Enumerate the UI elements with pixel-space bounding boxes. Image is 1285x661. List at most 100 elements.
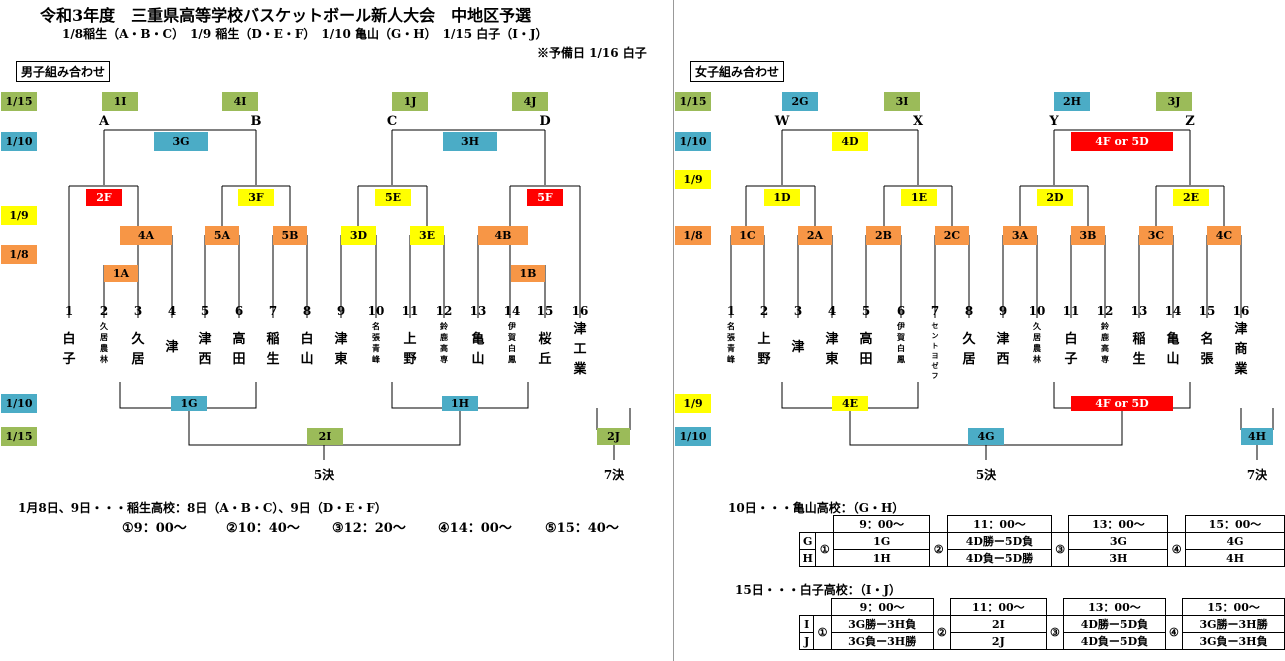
- match-box: 4E: [832, 396, 868, 411]
- match-box: 1J: [392, 92, 428, 111]
- seed-number: 10: [1028, 304, 1046, 318]
- girls-sched10-title: 10日・・・亀山高校：（G・H）: [728, 501, 905, 515]
- date-tag: 1/8: [1, 245, 37, 264]
- group-label: C: [386, 114, 398, 129]
- team-name: 久 居: [962, 332, 976, 367]
- seed-number: 11: [1062, 304, 1080, 318]
- schedule-cell: 4D勝ー5D負: [946, 532, 1052, 550]
- time-slot: ①9：00～: [122, 521, 187, 536]
- match-box: 4F or 5D: [1071, 132, 1173, 151]
- match-box: 2E: [1173, 189, 1209, 206]
- schedule-cell: 3G負ー3H負: [1182, 632, 1285, 650]
- seed-number: 10: [367, 304, 385, 318]
- girls-sched15-title: 15日・・・白子高校：（I・J）: [735, 583, 901, 597]
- match-box: 4I: [222, 92, 258, 111]
- boys-venue-note: 1月8日、9日・・・稲生高校：8日（A・B・C）、9日（D・E・F）: [18, 501, 387, 515]
- court-label: G: [798, 532, 817, 550]
- team-name: 亀 山: [471, 332, 485, 367]
- seed-number: 12: [1096, 304, 1114, 318]
- seed-number: 9: [336, 304, 346, 318]
- schedule-cell: 2J: [949, 632, 1047, 650]
- group-label: Y: [1049, 114, 1059, 129]
- match-box: 2J: [597, 428, 630, 445]
- schedule-cell: 3G: [1068, 532, 1169, 550]
- schedule-cell: 3G負ー3H勝: [830, 632, 934, 650]
- time-slot: ④14：00～: [438, 521, 512, 536]
- result-label: 5決: [313, 468, 335, 482]
- match-box: 5F: [527, 189, 563, 206]
- seed-number: 7: [930, 304, 940, 318]
- seed-number: 12: [435, 304, 453, 318]
- schedule-cell: 3G勝ー3H負: [830, 615, 934, 633]
- date-tag: 1/9: [1, 206, 37, 225]
- time-header: 13：00～: [1063, 598, 1166, 616]
- match-box: 2G: [782, 92, 818, 111]
- court-label: J: [798, 632, 815, 650]
- boys-bracket-header: 男子組み合わせ: [16, 61, 111, 82]
- team-name: 上 野: [757, 332, 771, 367]
- slot-circle: ②: [929, 532, 948, 567]
- match-box: 1D: [764, 189, 800, 206]
- time-slot: ③12：20～: [332, 521, 406, 536]
- date-tag: 1/15: [675, 92, 711, 111]
- seed-number: 8: [964, 304, 974, 318]
- team-name: 白 子: [62, 332, 76, 367]
- schedule-cell: 4D負ー5D勝: [946, 549, 1052, 567]
- seed-number: 4: [827, 304, 837, 318]
- time-header: 11：00～: [949, 598, 1047, 616]
- team-name: 津 東: [825, 332, 839, 367]
- match-box: 2D: [1037, 189, 1073, 206]
- match-box: 2I: [307, 428, 343, 445]
- date-tag: 1/10: [1, 132, 37, 151]
- team-name: 津 西: [198, 332, 212, 367]
- seed-number: 13: [469, 304, 487, 318]
- seed-number: 11: [401, 304, 419, 318]
- team-name: 白 山: [300, 332, 314, 367]
- match-box: 3C: [1139, 226, 1173, 245]
- match-box: 1A: [104, 265, 138, 282]
- team-name: 伊 賀 白 鳳: [897, 321, 905, 364]
- seed-number: 15: [536, 304, 554, 318]
- match-box: 3F: [238, 189, 274, 206]
- match-box: 3G: [154, 132, 208, 151]
- date-tag: 1/15: [1, 92, 37, 111]
- schedule-cell: 4D負ー5D負: [1063, 632, 1166, 650]
- schedule-cell: 1H: [833, 549, 931, 567]
- time-header: 9：00～: [830, 598, 934, 616]
- match-box: 4G: [968, 428, 1004, 445]
- date-tag: 1/10: [1, 394, 37, 413]
- seed-number: 7: [268, 304, 278, 318]
- team-name: 桜 丘: [538, 332, 552, 367]
- match-box: 1G: [171, 396, 207, 411]
- time-header: 11：00～: [946, 515, 1052, 533]
- team-name: 亀 山: [1166, 332, 1180, 367]
- match-box: 4J: [512, 92, 548, 111]
- team-name: 稲 生: [266, 332, 280, 367]
- match-box: 3H: [443, 132, 497, 151]
- match-box: 2C: [935, 226, 969, 245]
- result-label: 7決: [603, 468, 625, 482]
- team-name: 名 張 青 峰: [727, 321, 735, 364]
- match-box: 5E: [375, 189, 411, 206]
- seed-number: 16: [571, 304, 589, 318]
- slot-circle: ④: [1164, 615, 1184, 650]
- team-name: 津: [791, 340, 805, 355]
- team-name: 高 田: [232, 332, 246, 367]
- team-name: 名 張: [1200, 332, 1214, 367]
- team-name: セ ン ト ヨ ゼ フ: [931, 321, 939, 380]
- date-tag: 1/9: [675, 394, 711, 413]
- seed-number: 15: [1198, 304, 1216, 318]
- date-tag: 1/10: [675, 427, 711, 446]
- match-box: 3B: [1071, 226, 1105, 245]
- match-box: 3E: [410, 226, 444, 245]
- slot-circle: ③: [1045, 615, 1065, 650]
- result-label: 7決: [1246, 468, 1268, 482]
- page-title: 令和3年度 三重県高等学校バスケットボール新人大会 中地区予選: [40, 6, 532, 25]
- group-label: Z: [1185, 114, 1195, 129]
- seed-number: 8: [302, 304, 312, 318]
- slot-circle: ③: [1050, 532, 1070, 567]
- team-name: 津 東: [334, 332, 348, 367]
- schedule-table-15: 9：00～ 11：00～ 13：00～ 15：00～ I ① 3G勝ー3H負 ②…: [798, 598, 1285, 650]
- schedule-table-10: 9：00～ 11：00～ 13：00～ 15：00～ G ① 1G ② 4D勝ー…: [798, 515, 1285, 567]
